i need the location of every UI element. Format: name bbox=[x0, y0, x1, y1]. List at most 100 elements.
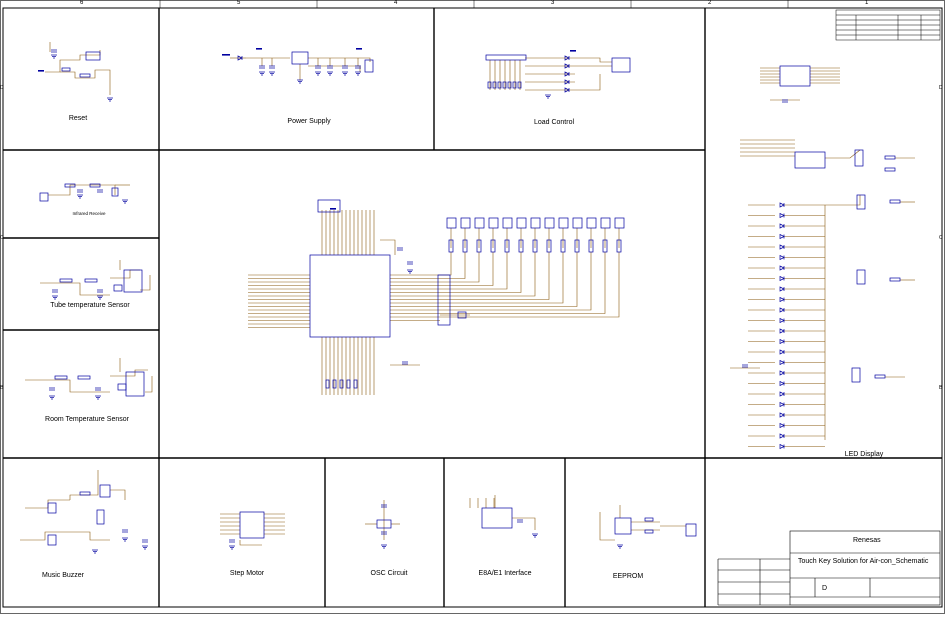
resistor-symbol bbox=[325, 379, 330, 389]
diode-symbol bbox=[564, 63, 570, 69]
connector-symbol bbox=[481, 507, 513, 529]
diode-symbol bbox=[779, 349, 785, 355]
block-label-led-display: LED Display bbox=[844, 451, 884, 458]
resistor-symbol bbox=[532, 239, 538, 253]
resistor-symbol bbox=[61, 67, 71, 72]
wire bbox=[20, 531, 70, 541]
diode-symbol bbox=[779, 338, 785, 345]
resistor-symbol bbox=[339, 379, 344, 389]
connector-symbol bbox=[446, 217, 457, 229]
resistor-symbol bbox=[64, 183, 76, 188]
wire bbox=[110, 369, 148, 377]
wire bbox=[825, 149, 861, 159]
transistor-symbol bbox=[99, 484, 111, 498]
diode-symbol bbox=[779, 317, 785, 324]
resistor-symbol bbox=[111, 187, 119, 197]
wire bbox=[440, 252, 480, 283]
block-label-step-motor: Step Motor bbox=[229, 570, 265, 577]
diode-symbol bbox=[779, 380, 785, 387]
resistor-symbol bbox=[54, 375, 68, 380]
ir-receiver-symbol bbox=[39, 192, 49, 202]
column-number: 2 bbox=[708, 0, 712, 6]
block-label-music-buzzer: Music Buzzer bbox=[41, 572, 85, 579]
net-label bbox=[38, 70, 44, 72]
wire bbox=[40, 282, 110, 296]
wire bbox=[440, 252, 578, 307]
diode-symbol bbox=[779, 212, 785, 219]
diode-symbol bbox=[779, 202, 785, 208]
diode-symbol bbox=[779, 443, 785, 450]
resistor-symbol bbox=[332, 379, 337, 389]
wire bbox=[440, 252, 564, 304]
row-letter: B bbox=[939, 385, 943, 391]
diode-symbol bbox=[779, 296, 785, 303]
resistor-symbol bbox=[874, 374, 886, 379]
resistor-symbol bbox=[546, 239, 552, 253]
resistor-symbol bbox=[96, 509, 105, 525]
connector-symbol bbox=[600, 217, 611, 229]
resistor-symbol bbox=[448, 239, 454, 253]
resistor-symbol bbox=[644, 517, 654, 522]
title-size: D bbox=[822, 585, 828, 592]
net-label bbox=[222, 54, 230, 56]
connector-symbol bbox=[488, 217, 499, 229]
wire bbox=[440, 252, 466, 279]
diode-symbol bbox=[779, 275, 785, 282]
wire bbox=[110, 269, 140, 279]
net-label bbox=[356, 48, 362, 50]
block-label-tube-temp: Tube temperature Sensor bbox=[50, 302, 130, 309]
connector-symbol bbox=[502, 217, 513, 229]
led-driver-symbol bbox=[779, 65, 811, 87]
resistor-symbol bbox=[353, 379, 358, 389]
transistor-symbol bbox=[851, 367, 861, 383]
diode-symbol bbox=[779, 307, 785, 313]
resistor-symbol bbox=[462, 239, 468, 253]
block-label-load-control: Load Control bbox=[533, 119, 575, 126]
resistor-symbol bbox=[79, 491, 91, 496]
connector-symbol bbox=[544, 217, 555, 229]
wire bbox=[440, 252, 536, 297]
diode-symbol bbox=[779, 401, 785, 408]
resistor-symbol bbox=[889, 277, 901, 282]
resistor-symbol bbox=[346, 379, 351, 389]
net-label bbox=[330, 208, 336, 210]
wire bbox=[60, 69, 111, 95]
diode-symbol bbox=[117, 383, 127, 391]
sensor-symbol bbox=[123, 269, 143, 293]
block-label-room-temp: Room Temperature Sensor bbox=[45, 416, 129, 423]
diode-symbol bbox=[564, 55, 570, 61]
column-number: 4 bbox=[394, 0, 398, 6]
wire bbox=[440, 252, 620, 318]
components bbox=[38, 48, 901, 554]
wire bbox=[140, 275, 151, 291]
resistor-symbol bbox=[884, 155, 896, 160]
title-block bbox=[717, 530, 941, 606]
diode-symbol bbox=[779, 370, 785, 376]
connector-symbol bbox=[460, 217, 471, 229]
transistor-symbol bbox=[856, 269, 866, 285]
row-letter: D bbox=[939, 85, 943, 91]
wire bbox=[512, 517, 536, 530]
transistor-symbol bbox=[47, 534, 57, 546]
connector-symbol bbox=[437, 274, 451, 326]
resistor-symbol bbox=[84, 278, 98, 283]
wire bbox=[70, 531, 110, 541]
wire bbox=[575, 57, 612, 63]
diode-symbol bbox=[779, 422, 785, 429]
wire bbox=[110, 489, 126, 500]
connector-symbol bbox=[474, 217, 485, 229]
resistor-symbol bbox=[560, 239, 566, 253]
resistor-symbol bbox=[507, 81, 512, 89]
diode-symbol bbox=[564, 71, 570, 77]
wire bbox=[69, 480, 99, 500]
resistor-symbol bbox=[497, 81, 502, 89]
column-number: 1 bbox=[865, 0, 869, 6]
transistor-symbol bbox=[47, 502, 57, 514]
wire bbox=[440, 252, 522, 293]
diode-symbol bbox=[779, 412, 785, 418]
wire bbox=[825, 195, 861, 206]
connector-symbol bbox=[611, 57, 631, 73]
revision-table bbox=[835, 9, 941, 41]
title-company: Renesas bbox=[853, 537, 881, 544]
